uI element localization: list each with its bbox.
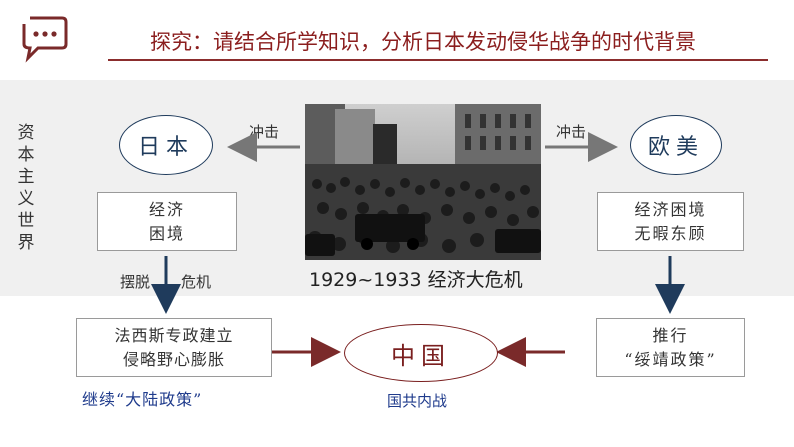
box-fascism: 法西斯专政建立 侵略野心膨胀 xyxy=(76,318,272,377)
node-west-label: 欧美 xyxy=(647,135,704,160)
crisis-label: 危机 xyxy=(181,273,212,291)
crisis-crowd-photo xyxy=(305,104,541,260)
node-china-label: 中国 xyxy=(391,341,451,370)
continental-policy-label: 继续“大陆政策” xyxy=(82,390,203,409)
escape-label: 摆脱 xyxy=(120,273,151,291)
node-japan: 日本 xyxy=(119,115,213,175)
box-japan-economy: 经济 困境 xyxy=(97,192,237,251)
node-west: 欧美 xyxy=(630,115,722,175)
impact-right-label: 冲击 xyxy=(556,123,587,141)
box-west-economy: 经济困境 无暇东顾 xyxy=(597,192,744,251)
side-label-capitalist-world: 资 本 主 义 世 界 xyxy=(17,123,35,253)
title-underline xyxy=(108,59,768,61)
node-japan-label: 日本 xyxy=(137,135,194,160)
photo-caption: 1929~1933 经济大危机 xyxy=(309,269,523,291)
civil-war-label: 国共内战 xyxy=(387,392,448,410)
box-appeasement: 推行 “绥靖政策” xyxy=(596,318,745,377)
page-title: 探究：请结合所学知识，分析日本发动侵华战争的时代背景 xyxy=(150,30,696,54)
node-china: 中国 xyxy=(344,324,498,382)
chat-icon xyxy=(22,16,68,63)
